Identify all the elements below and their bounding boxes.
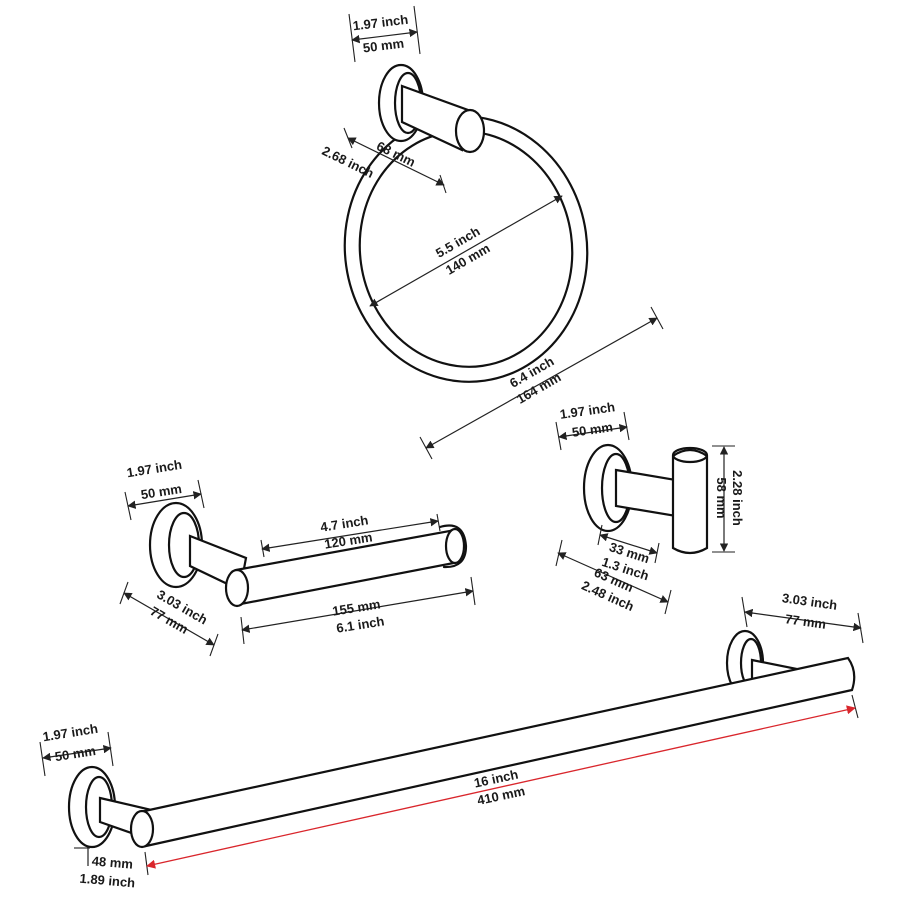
towel-ring-inner-diameter-dimension: 5.5 inch 140 mm bbox=[369, 195, 563, 307]
robe-hook: 1.97 inch 50 mm 58 mm 2.28 inch 33 mm 1.… bbox=[555, 399, 745, 615]
robe-hook-base-width-dimension: 1.97 inch 50 mm bbox=[555, 399, 630, 451]
towel-bar-length-dimension: 16 inch 410 mm bbox=[144, 694, 859, 876]
robe-hook-base-width-inch: 1.97 inch bbox=[559, 399, 616, 422]
towel-ring-projection-inch: 2.68 inch bbox=[320, 143, 377, 181]
toilet-paper-holder: 1.97 inch 50 mm 4.7 inch 120 mm 3.03 inc… bbox=[119, 457, 476, 657]
towel-ring-overall-height-dimension: 6.4 inch 164 mm bbox=[419, 306, 664, 460]
toilet-paper-holder-projection-dimension: 3.03 inch 77 mm bbox=[119, 581, 219, 657]
towel-bar-length-line bbox=[146, 705, 856, 869]
towel-bar-base-width-inch: 1.97 inch bbox=[42, 721, 99, 745]
towel-bar-bar-height-dimension: 48 mm 1.89 inch bbox=[74, 847, 136, 891]
towel-ring-base-width-dimension: 1.97 inch 50 mm bbox=[348, 5, 421, 63]
toilet-paper-holder-inner-length-dimension: 4.7 inch 120 mm bbox=[260, 512, 441, 558]
robe-hook-drawing bbox=[582, 443, 709, 555]
robe-hook-height-dimension: 58 mm 2.28 inch bbox=[712, 445, 745, 553]
towel-bar-bar-height-inch: 1.89 inch bbox=[79, 871, 136, 891]
towel-bar-projection-inch: 3.03 inch bbox=[781, 590, 838, 613]
toilet-paper-holder-inner-length-mm: 120 mm bbox=[323, 529, 373, 551]
toilet-paper-holder-drawing bbox=[148, 501, 468, 608]
towel-bar-base-width-mm: 50 mm bbox=[54, 743, 97, 764]
toilet-paper-holder-overall-length-dimension: 155 mm 6.1 inch bbox=[240, 576, 476, 645]
towel-bar-base-width-dimension: 1.97 inch 50 mm bbox=[39, 721, 114, 777]
towel-bar-drawing bbox=[67, 629, 856, 849]
towel-bar-projection-mm: 77 mm bbox=[784, 611, 827, 632]
toilet-paper-holder-inner-length-inch: 4.7 inch bbox=[319, 512, 369, 534]
towel-ring-base-width-mm: 50 mm bbox=[362, 36, 405, 56]
towel-bar-bar-height-mm: 48 mm bbox=[91, 853, 133, 872]
towel-ring: 1.97 inch 50 mm 68 mm 2.68 inch 5.5 inch… bbox=[320, 5, 664, 460]
towel-bar-projection-dimension: 3.03 inch 77 mm bbox=[741, 590, 864, 644]
toilet-paper-holder-overall-length-mm: 155 mm bbox=[331, 596, 381, 618]
toilet-paper-holder-overall-length-inch: 6.1 inch bbox=[335, 613, 385, 635]
robe-hook-base-width-mm: 50 mm bbox=[571, 419, 614, 440]
robe-hook-height-inch: 2.28 inch bbox=[730, 470, 745, 526]
toilet-paper-holder-base-width-inch: 1.97 inch bbox=[126, 457, 183, 481]
towel-bar: 1.97 inch 50 mm 3.03 inch 77 mm 16 inch … bbox=[39, 590, 864, 891]
towel-ring-base-width-inch: 1.97 inch bbox=[352, 12, 409, 34]
towel-ring-projection-mm: 68 mm bbox=[374, 138, 418, 170]
robe-hook-height-mm: 58 mm bbox=[714, 477, 729, 518]
toilet-paper-holder-base-width-mm: 50 mm bbox=[140, 481, 183, 502]
